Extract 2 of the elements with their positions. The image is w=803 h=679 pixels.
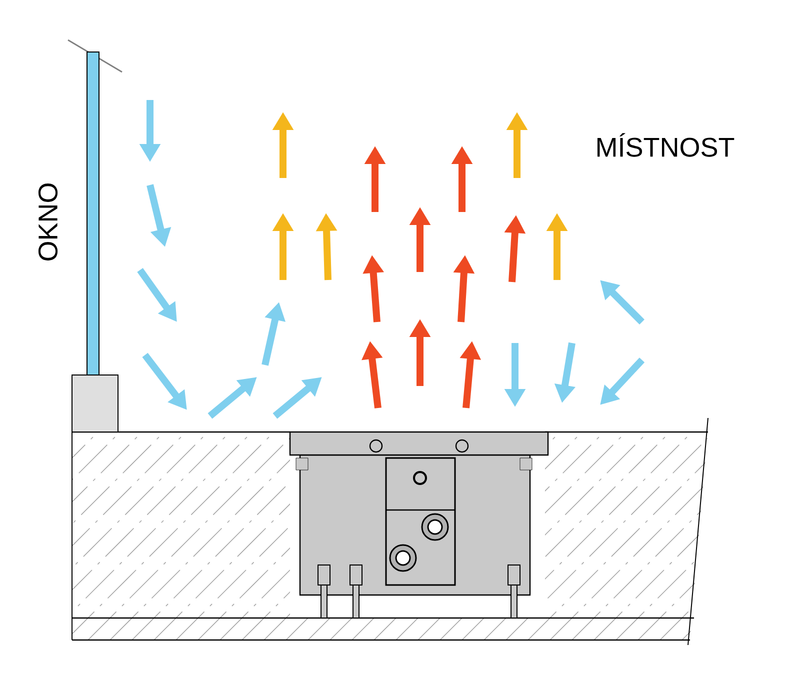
room-label: MÍSTNOST: [597, 133, 734, 157]
vertical-label: OKNO: [38, 184, 58, 260]
